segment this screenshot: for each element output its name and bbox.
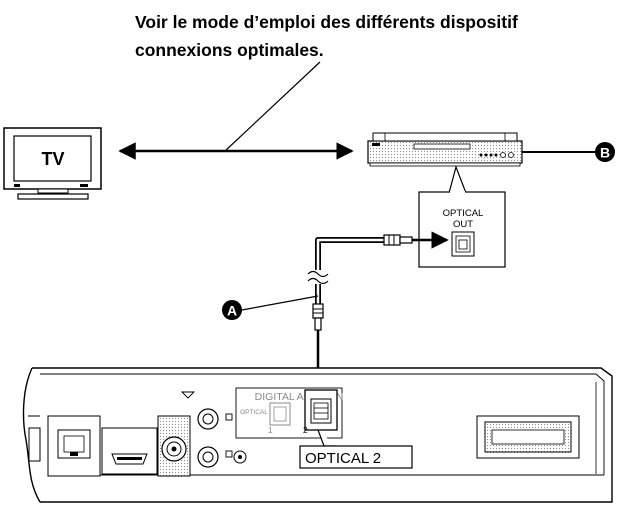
callout-a-badge [222, 300, 242, 320]
cable-plug-bottom [312, 303, 324, 319]
caption: Voir le mode d’emploi des différents dis… [135, 8, 620, 64]
callout-a-letter: A [227, 303, 237, 319]
cable-break-symbol [307, 270, 329, 278]
callout-b-letter: B [600, 145, 610, 161]
optical-out-label-2: OUT [453, 219, 473, 230]
optical-out-callout: OPTICAL OUT [418, 165, 506, 268]
tv-icon: TV [3, 127, 102, 200]
caption-leader-line [224, 61, 321, 152]
caption-line-1: Voir le mode d’emploi des différents dis… [135, 12, 518, 32]
cable-plug-top [383, 234, 401, 246]
callout-a-line [241, 295, 319, 311]
optical-small-label: OPTICAL [240, 409, 268, 416]
optical-2-label-box [299, 445, 413, 469]
optical-2-label: OPTICAL 2 [305, 450, 381, 467]
callout-b-badge [595, 142, 615, 162]
caption-line-2: connexions optimales. [135, 40, 324, 60]
tv-label: TV [41, 149, 64, 169]
receiver-rear-panel: DIGITAL AUDIO IN OPTICAL 1 2 [22, 367, 613, 503]
optical-out-label-1: OPTICAL [443, 208, 484, 219]
port-1-label: 1 [268, 425, 273, 435]
player-device [367, 132, 523, 167]
port-2-label: 2 [303, 425, 308, 435]
